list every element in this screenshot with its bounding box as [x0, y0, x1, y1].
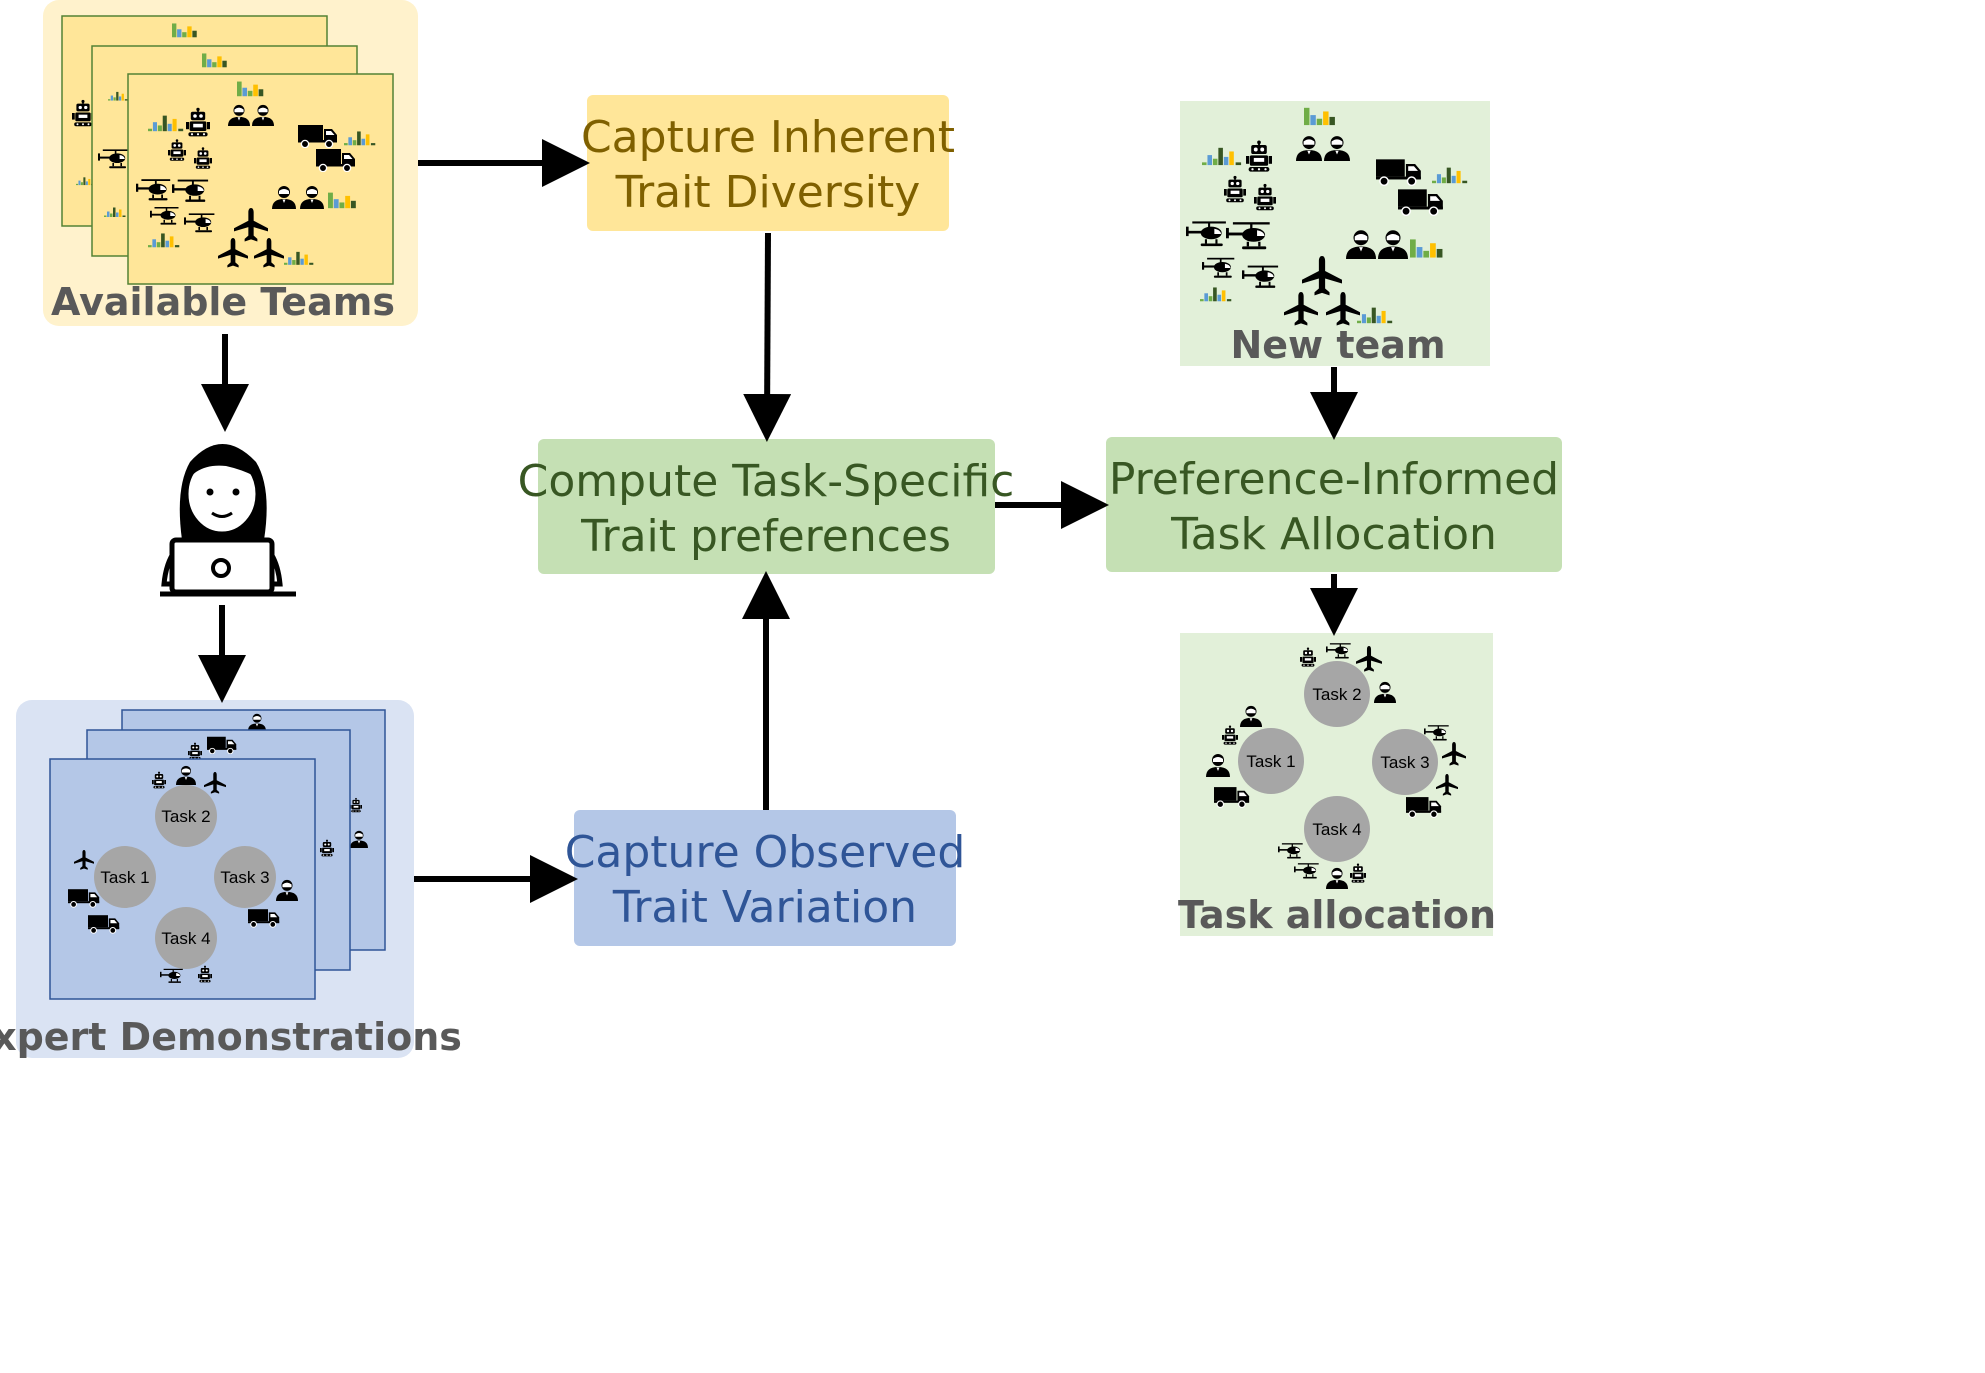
available-teams-panel: Available Teams: [43, 0, 418, 326]
arrow-inherent-to-compute: [743, 232, 792, 442]
expert-at-laptop-icon: [160, 444, 296, 597]
task-1-label: Task 1: [100, 868, 149, 887]
task-1-node: [94, 846, 156, 908]
alloc-task-4-label: Task 4: [1312, 820, 1361, 839]
expert-demonstrations-label: Expert Demonstrations: [0, 1015, 462, 1059]
task-allocation-panel: Task 2 Task 1 Task 3 Task 4 Task allocat…: [1178, 633, 1496, 937]
node-preference-allocation: Preference-Informed Task Allocation: [1106, 437, 1562, 572]
new-team-label: New team: [1230, 323, 1445, 367]
node-compute-preferences: Compute Task-Specific Trait preferences: [518, 439, 1015, 574]
node-compute-preferences-line1: Compute Task-Specific: [518, 456, 1015, 507]
task-4-label: Task 4: [161, 929, 210, 948]
task-allocation-label: Task allocation: [1178, 893, 1496, 937]
node-capture-inherent: Capture Inherent Trait Diversity: [581, 95, 955, 231]
task-2-node: [155, 785, 217, 847]
new-team-panel: New team: [1180, 101, 1490, 367]
node-capture-inherent-line1: Capture Inherent: [581, 112, 955, 163]
flow-arrows: [198, 139, 1358, 903]
node-preference-allocation-line2: Task Allocation: [1170, 509, 1497, 560]
alloc-task-1-node: [1238, 728, 1304, 794]
alloc-task-2-node: [1304, 661, 1370, 727]
node-capture-observed-line1: Capture Observed: [565, 827, 966, 878]
task-3-label: Task 3: [220, 868, 269, 887]
task-2-label: Task 2: [161, 807, 210, 826]
node-capture-observed-line2: Trait Variation: [612, 882, 917, 933]
task-3-node: [214, 846, 276, 908]
alloc-task-3-label: Task 3: [1380, 753, 1429, 772]
node-capture-observed: Capture Observed Trait Variation: [565, 810, 966, 946]
node-preference-allocation-line1: Preference-Informed: [1109, 454, 1559, 505]
alloc-task-1-label: Task 1: [1246, 752, 1295, 771]
expert-demonstrations-panel: Task 2 Task 1 Task 3 Task 4 Expert Demon…: [0, 700, 462, 1059]
available-teams-label: Available Teams: [51, 280, 395, 324]
alloc-task-4-node: [1304, 796, 1370, 862]
alloc-task-2-label: Task 2: [1312, 685, 1361, 704]
alloc-task-3-node: [1372, 729, 1438, 795]
node-capture-inherent-line2: Trait Diversity: [615, 167, 921, 218]
task-4-node: [155, 907, 217, 969]
node-compute-preferences-line2: Trait preferences: [580, 511, 951, 562]
